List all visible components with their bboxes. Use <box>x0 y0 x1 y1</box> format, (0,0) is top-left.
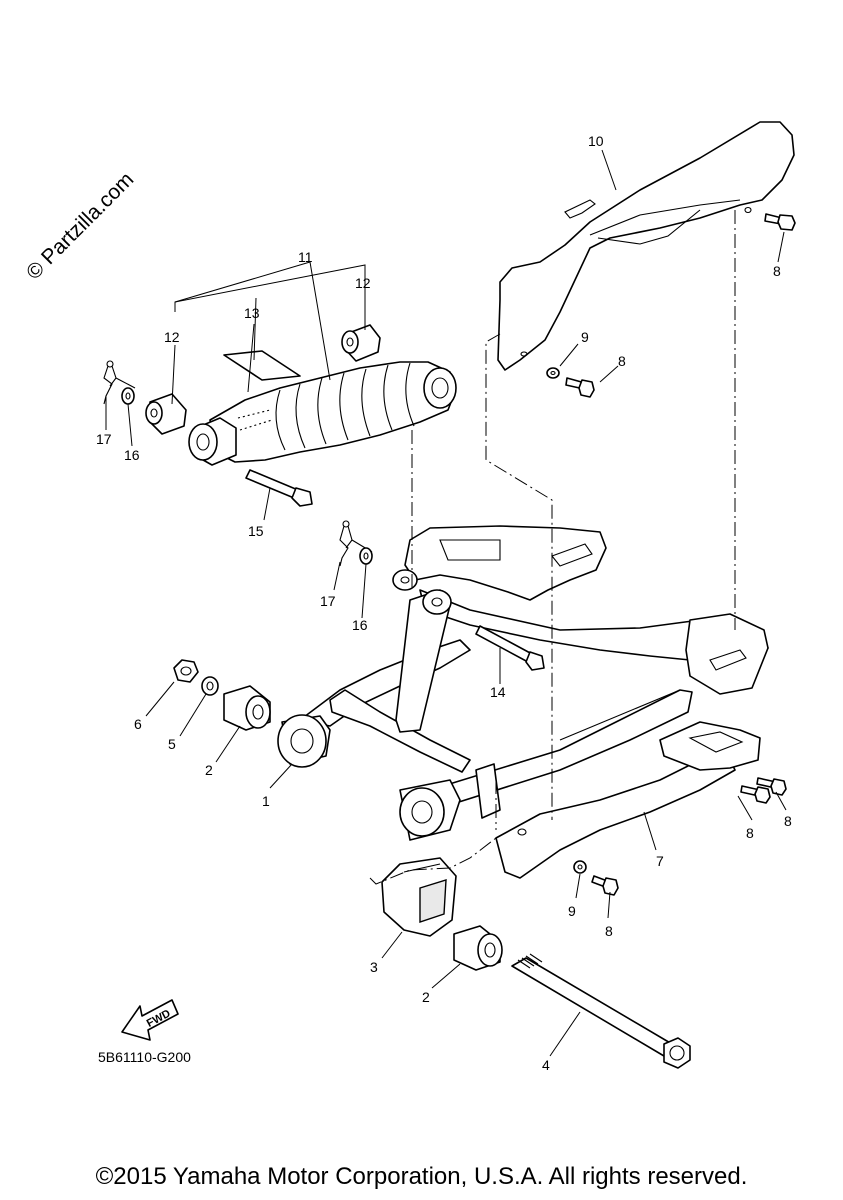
washer-part-16-upper[interactable] <box>121 387 135 405</box>
washer-part-9-lower[interactable] <box>573 860 587 874</box>
bolt-part-8-right-upper[interactable] <box>756 777 787 796</box>
callout-8: 8 <box>618 353 626 369</box>
callout-16: 16 <box>124 447 140 463</box>
washer-part-16-lower[interactable] <box>359 547 373 565</box>
shock-lower-eye <box>188 417 237 466</box>
chain-cover-part-10[interactable] <box>497 121 795 371</box>
callout-9: 9 <box>581 329 589 345</box>
callout-numbers: 10 8 9 8 11 12 12 13 17 16 15 17 16 14 6… <box>96 133 792 1073</box>
bushing-part-2-upper[interactable] <box>223 685 271 731</box>
callout-8: 8 <box>784 813 792 829</box>
washer-part-9-upper[interactable] <box>546 367 560 379</box>
callout-6: 6 <box>134 716 142 732</box>
callout-17: 17 <box>96 431 112 447</box>
callout-13: 13 <box>244 305 260 321</box>
callout-15: 15 <box>248 523 264 539</box>
chain-guide-part-7[interactable] <box>495 721 761 879</box>
bolt-part-8-top[interactable] <box>764 213 796 231</box>
bolt-part-8-upper[interactable] <box>565 377 595 398</box>
callout-8: 8 <box>605 923 613 939</box>
bolt-part-8-right-lower[interactable] <box>740 785 771 804</box>
callout-12: 12 <box>164 329 180 345</box>
callout-5: 5 <box>168 736 176 752</box>
dust-seal-part-3[interactable] <box>381 857 457 937</box>
callout-9: 9 <box>568 903 576 919</box>
callout-4: 4 <box>542 1057 550 1073</box>
bolt-part-15[interactable] <box>245 469 313 507</box>
callout-11: 11 <box>298 249 313 265</box>
callout-8: 8 <box>746 825 754 841</box>
callout-7: 7 <box>656 853 664 869</box>
washer-part-5[interactable] <box>201 676 219 696</box>
callout-10: 10 <box>588 133 604 149</box>
fwd-arrow-icon: FWD <box>121 999 179 1041</box>
callout-8: 8 <box>773 263 781 279</box>
pivot-bolt-part-4[interactable] <box>511 953 691 1069</box>
nut-part-6[interactable] <box>173 659 199 683</box>
callout-16: 16 <box>352 617 368 633</box>
callout-14: 14 <box>490 684 506 700</box>
clip-part-17-upper[interactable] <box>103 360 136 405</box>
label-part-13[interactable] <box>223 350 301 381</box>
bushing-part-2-lower[interactable] <box>453 925 503 971</box>
callout-17: 17 <box>320 593 336 609</box>
callout-3: 3 <box>370 959 378 975</box>
leader-lines <box>105 149 787 1057</box>
diagram-code: 5B61110-G200 <box>98 1049 191 1065</box>
collar-part-12-upper[interactable] <box>341 324 381 362</box>
collar-part-12-left[interactable] <box>145 393 187 435</box>
swingarm-part-1[interactable] <box>277 525 769 841</box>
rear-shock-part-11[interactable] <box>209 361 457 463</box>
callout-1: 1 <box>262 793 270 809</box>
bolt-part-8-lower[interactable] <box>591 875 619 896</box>
callout-12: 12 <box>355 275 371 291</box>
copyright-notice: ©2015 Yamaha Motor Corporation, U.S.A. A… <box>95 1163 748 1190</box>
assembly-guide-lines <box>369 210 736 885</box>
fwd-label: FWD <box>145 1008 173 1030</box>
bolt-part-14[interactable] <box>475 625 545 671</box>
callout-2: 2 <box>422 989 430 1005</box>
callout-2: 2 <box>205 762 213 778</box>
